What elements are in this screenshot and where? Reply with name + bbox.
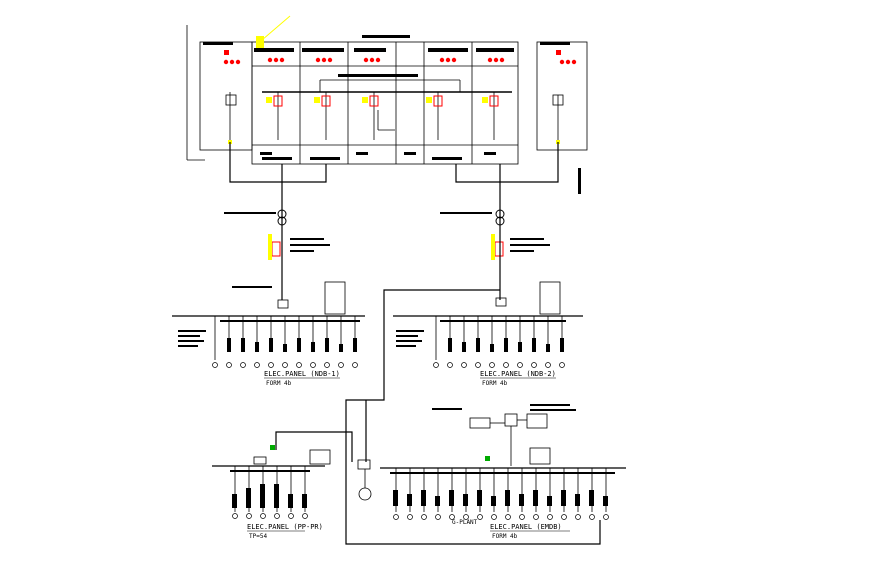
switchgear-header-labels bbox=[203, 35, 581, 194]
generator-label: G-PLANT bbox=[452, 519, 478, 526]
emdb-title: ELEC.PANEL (EMDB) bbox=[490, 523, 562, 531]
ndb-1-form: FORM 4b bbox=[266, 380, 292, 387]
ground-marker-emdb bbox=[485, 456, 490, 461]
emdb-form: FORM 4b bbox=[492, 533, 518, 540]
ndb-1-title: ELEC.PANEL (NDB-1) bbox=[264, 370, 340, 378]
pp-pr-title: ELEC.PANEL (PP-PR) bbox=[247, 523, 323, 531]
ndb-2-title: ELEC.PANEL (NDB-2) bbox=[480, 370, 556, 378]
panel-pp-pr: ELEC.PANEL (PP-PR) TP=54 bbox=[212, 445, 331, 540]
indicator-lamps bbox=[223, 50, 577, 65]
panel-emdb: G-PLANT ELEC.PANEL (EMDB) FORM 4b bbox=[357, 404, 626, 540]
hv-switchgear bbox=[186, 25, 588, 165]
breaker-symbols bbox=[271, 95, 504, 257]
cable-routes bbox=[229, 142, 601, 545]
ndb-2-form: FORM 4b bbox=[482, 380, 508, 387]
leader-line bbox=[261, 15, 291, 41]
panel-ndb-1: ELEC.PANEL (NDB-1) FORM 4b bbox=[172, 281, 365, 387]
ground-marker bbox=[270, 445, 275, 450]
transformers bbox=[277, 209, 505, 226]
transformer-notes bbox=[224, 212, 550, 288]
panel-ndb-2: ELEC.PANEL (NDB-2) FORM 4b bbox=[393, 281, 583, 387]
highlight-marks bbox=[228, 36, 560, 260]
pp-pr-form: TP=54 bbox=[249, 533, 267, 540]
